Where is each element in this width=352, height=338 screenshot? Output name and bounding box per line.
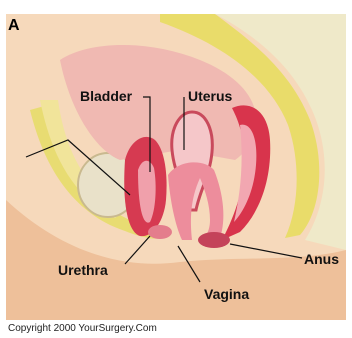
label-vagina: Vagina: [204, 286, 249, 302]
label-bladder: Bladder: [80, 88, 133, 104]
panel-letter: A: [8, 17, 20, 34]
label-urethra: Urethra: [58, 262, 108, 278]
copyright-text: Copyright 2000 YourSurgery.Com: [8, 323, 157, 334]
label-anus: Anus: [304, 251, 339, 267]
perineal-tissue: [148, 225, 172, 239]
anal-region: [198, 232, 230, 248]
label-uterus: Uterus: [188, 88, 233, 104]
